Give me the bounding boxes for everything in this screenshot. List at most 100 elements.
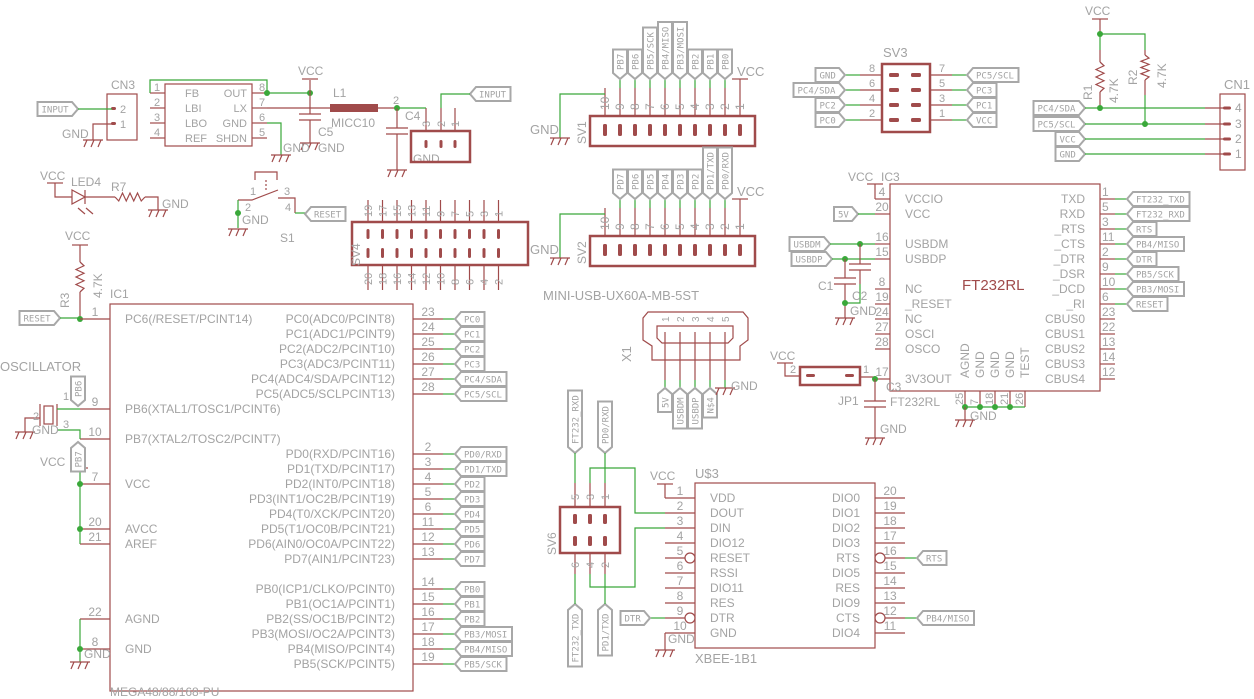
net-label-flag[interactable]: RTS <box>915 550 948 566</box>
led4-name: LED4 <box>71 175 101 189</box>
pin-number: 12 <box>1102 365 1116 379</box>
net-label-flag[interactable]: 5V <box>657 386 673 413</box>
net-label-flag[interactable]: PD2 <box>453 476 486 492</box>
net-label-flag[interactable]: PD0/RXD <box>453 446 508 462</box>
net-label-flag[interactable]: PC4/SDA <box>792 82 847 98</box>
net-label-flag[interactable]: PC5/SCL <box>453 386 508 402</box>
net-label-flag[interactable]: GND <box>814 67 847 83</box>
net-label-flag[interactable]: PD7 <box>453 551 486 567</box>
net-label-flag[interactable]: PD0/RXD <box>597 400 613 455</box>
net-label-flag[interactable]: USBDM <box>672 386 688 430</box>
pin-label: OUT <box>224 88 248 100</box>
net-label-flag[interactable]: PD1/TXD <box>453 461 508 477</box>
c5-name: C5 <box>318 125 334 139</box>
net-label-text: PD7 <box>464 556 480 566</box>
net-label-flag[interactable]: PC5/SCL <box>965 67 1020 83</box>
net-label-flag[interactable]: USBDM <box>788 236 832 252</box>
net-label-flag[interactable]: PC1 <box>453 326 486 342</box>
net-label-flag[interactable]: PC1 <box>965 97 998 113</box>
ic1-name: IC1 <box>110 287 129 301</box>
net-label-flag[interactable]: DTR <box>619 610 652 626</box>
ground-tick <box>90 139 95 148</box>
net-label-flag[interactable]: PC3 <box>965 82 998 98</box>
net-label-flag[interactable]: PB7 <box>70 440 86 473</box>
net-label-flag[interactable]: PB4/MISO <box>915 610 975 626</box>
net-label-flag[interactable]: PB4/MISO <box>453 641 513 657</box>
pin-pad <box>588 536 592 546</box>
net-label-flag[interactable]: PB3/MOSI <box>672 21 688 81</box>
net-label-flag[interactable]: PD2 <box>687 168 703 201</box>
net-label-text: VCC <box>1060 136 1076 146</box>
net-label-flag[interactable]: PB6 <box>627 48 643 81</box>
net-label-flag[interactable]: PB0 <box>717 48 733 81</box>
net-label-flag[interactable]: PC0 <box>453 311 486 327</box>
net-label-outline <box>453 476 486 492</box>
net-label-flag[interactable]: PD3 <box>672 168 688 201</box>
net-label-flag[interactable]: PD3 <box>453 491 486 507</box>
pin-pad <box>395 248 399 258</box>
net-label-flag[interactable]: USBDP <box>687 386 703 430</box>
ground-symbol <box>715 387 735 396</box>
net-label-flag[interactable]: PD4 <box>657 168 673 201</box>
net-label-flag[interactable]: PD1/TXD <box>702 146 718 201</box>
r7-name: R7 <box>111 180 127 194</box>
net-label-flag[interactable]: PC5/SCL <box>1032 116 1087 132</box>
pin-pad <box>845 374 854 377</box>
net-label-flag[interactable]: PD7 <box>612 168 628 201</box>
net-label-flag[interactable]: PC3 <box>453 356 486 372</box>
net-label-flag[interactable]: PC0 <box>814 112 847 128</box>
net-label-flag[interactable]: DTR <box>1125 251 1158 267</box>
cn1-connector-body <box>1219 93 1246 171</box>
net-label-text: PB1 <box>464 601 480 611</box>
net-label-flag[interactable]: PC2 <box>814 97 847 113</box>
net-label-flag[interactable]: PB6 <box>70 375 86 408</box>
net-label-flag[interactable]: PC4/SDA <box>1032 100 1087 116</box>
pin-number: 3 <box>1102 215 1109 229</box>
net-label-flag[interactable]: PB3/MOSI <box>453 626 513 642</box>
net-label-flag[interactable]: PB3/MOSI <box>1125 281 1185 297</box>
pin-label: GND <box>223 118 248 130</box>
net-label-flag[interactable]: PB1 <box>702 48 718 81</box>
net-label-flag[interactable]: PD5 <box>453 521 486 537</box>
wire <box>149 79 268 93</box>
net-label-flag[interactable]: INPUT <box>468 86 512 102</box>
net-label-flag[interactable]: FT232_RXD <box>567 389 583 455</box>
net-label-flag[interactable]: PB4/MISO <box>657 21 673 81</box>
net-label-flag[interactable]: FT232_RXD <box>1125 206 1191 222</box>
net-label-flag[interactable]: PC4/SDA <box>453 371 508 387</box>
net-label-flag[interactable]: RTS <box>1125 221 1158 237</box>
net-label-flag[interactable]: GND <box>1054 146 1087 162</box>
net-label-flag[interactable]: PD4 <box>453 506 486 522</box>
net-label-flag[interactable]: FT232_TXD <box>567 602 583 668</box>
net-label-flag[interactable]: PB4/MISO <box>1125 236 1185 252</box>
pin-line <box>238 189 279 201</box>
net-label-flag[interactable]: PD5 <box>642 168 658 201</box>
pin-pad <box>693 124 697 136</box>
net-label-flag[interactable]: PB2 <box>687 48 703 81</box>
net-label-flag[interactable]: PB5/SCK <box>453 656 508 672</box>
net-label-flag[interactable]: PB7 <box>612 48 628 81</box>
net-label-flag[interactable]: PB5/SCK <box>1125 266 1180 282</box>
net-label-flag[interactable]: PB5/SCK <box>642 26 658 81</box>
net-label-flag[interactable]: PC2 <box>453 341 486 357</box>
net-label-flag[interactable]: PD0/RXD <box>717 146 733 201</box>
net-label-flag[interactable]: PD6 <box>627 168 643 201</box>
pin-label: RESET <box>710 551 751 565</box>
net-label-flag[interactable]: RESET <box>1125 296 1169 312</box>
net-label-flag[interactable]: RESET <box>303 206 347 222</box>
net-label-flag[interactable]: PB0 <box>453 581 486 597</box>
net-label-flag[interactable]: VCC <box>965 112 998 128</box>
net-label-flag[interactable]: PB2 <box>453 611 486 627</box>
net-label-flag[interactable]: VCC <box>1054 131 1087 147</box>
net-label-flag[interactable]: INPUT <box>36 101 80 117</box>
net-label-flag[interactable]: N$4 <box>702 386 718 419</box>
net-label-flag[interactable]: PD1/TXD <box>597 602 613 657</box>
net-label-flag[interactable]: 5V <box>833 206 860 222</box>
net-label-outline <box>468 86 512 102</box>
net-label-flag[interactable]: PB1 <box>453 596 486 612</box>
net-label-flag[interactable]: RESET <box>18 310 62 326</box>
net-label-flag[interactable]: PD6 <box>453 536 486 552</box>
net-label-flag[interactable]: FT232_TXD <box>1125 191 1191 207</box>
pin-number: 17 <box>875 365 889 379</box>
net-label-flag[interactable]: USBDP <box>790 251 834 267</box>
